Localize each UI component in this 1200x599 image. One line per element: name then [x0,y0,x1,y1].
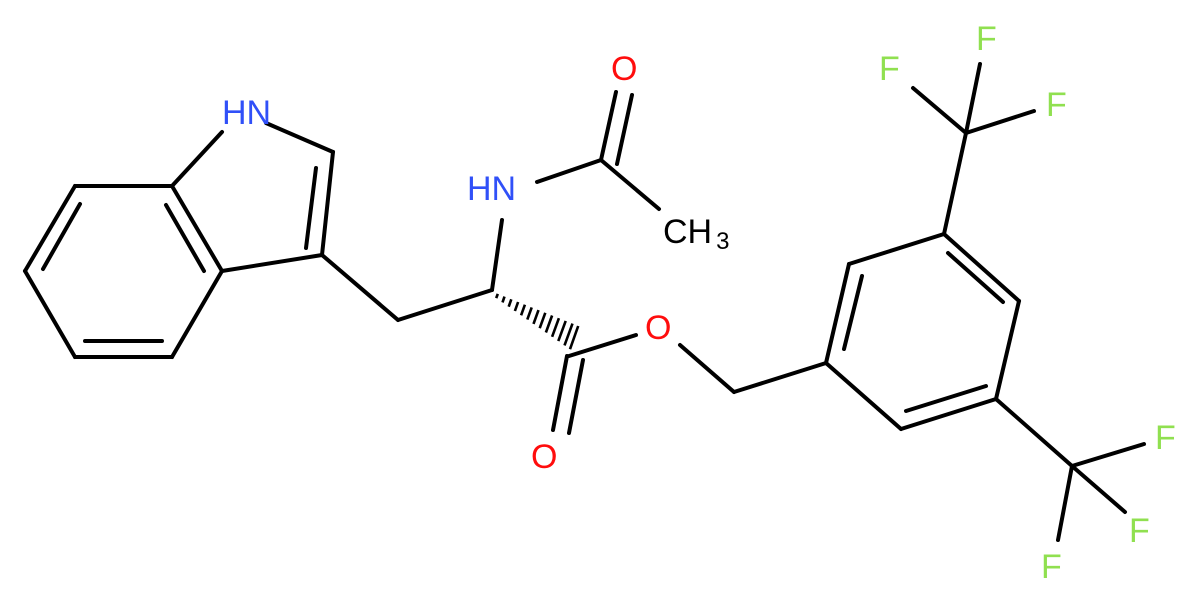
bond [824,361,903,431]
bond-inner [41,202,82,271]
bond [567,333,638,358]
bond [567,358,585,435]
bond [320,253,400,322]
bond-inner [304,166,318,250]
bond [942,232,1021,303]
bond [170,130,224,188]
bond [396,288,494,322]
atom-labels: HN HN O CH 3 O O F F F F F F [222,20,1176,586]
bond [490,218,504,292]
bond-inner [164,203,206,273]
bond [170,269,224,359]
bond [220,253,324,273]
atom-label-ester-oxygen: O [645,309,671,347]
bond [599,90,618,162]
bond-inner [842,274,864,351]
bond [964,109,1036,135]
atom-label-amide-oxygen: O [611,50,637,88]
atom-label-methyl: CH 3 [663,213,729,255]
bond [964,62,982,135]
bonds [23,62,1146,542]
atom-label-fluorine: F [976,20,997,58]
bond [911,86,968,135]
atom-label-fluorine: F [1155,419,1176,457]
atom-label-fluorine: F [879,50,900,88]
atom-label-fluorine: F [1129,512,1150,550]
methyl-subscript: 3 [716,228,729,255]
hashed-wedge-bond [494,293,580,350]
atom-label-amide-nh: HN [467,170,516,208]
bond [1070,464,1127,514]
bond [1056,464,1074,542]
bond [1070,442,1146,468]
bond [170,184,224,273]
bond [847,232,946,266]
bond [551,354,569,432]
methyl-symbol: CH [663,213,712,251]
bond [824,262,851,365]
bond [599,158,661,211]
bond-inner [904,384,988,413]
atom-label-fluorine: F [1041,548,1062,586]
bond [732,361,828,394]
bond [942,131,968,236]
bond [23,269,77,359]
atom-label-carbonyl-oxygen: O [531,438,557,476]
bond [994,397,1074,468]
bond [899,397,998,431]
bond [535,158,603,184]
bond [994,299,1021,401]
bond [320,150,335,257]
bond-inner [946,251,1005,304]
bond [264,121,335,154]
bond [615,93,634,166]
bond [23,184,77,273]
bond [678,343,736,394]
atom-label-indole-nh: HN [222,94,271,132]
atom-label-fluorine: F [1046,86,1067,124]
